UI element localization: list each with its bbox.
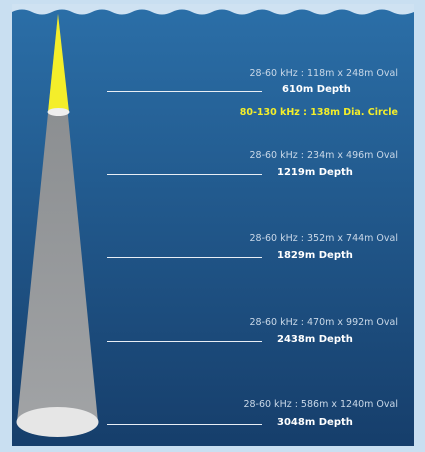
depth-label-1219m: 1219m Depth: [277, 167, 353, 178]
high-frequency-beam: [48, 14, 69, 112]
water-surface: [12, 4, 414, 15]
depth-label-2438m: 2438m Depth: [277, 334, 353, 345]
depth-label-3048m: 3048m Depth: [277, 417, 353, 428]
high-frequency-label: 80-130 kHz : 138m Dia. Circle: [239, 107, 398, 118]
depth-marker-line: [107, 341, 262, 342]
footprint-label-610m: 28-60 kHz : 118m x 248m Oval: [249, 68, 398, 79]
footprint-label-3048m: 28-60 kHz : 586m x 1240m Oval: [243, 399, 398, 410]
high-frequency-footprint: [47, 108, 70, 116]
depth-label-610m: 610m Depth: [282, 84, 351, 95]
footprint-label-2438m: 28-60 kHz : 470m x 992m Oval: [249, 317, 398, 328]
depth-label-1829m: 1829m Depth: [277, 250, 353, 261]
depth-marker-line: [107, 91, 262, 92]
diagram-frame: 28-60 kHz : 118m x 248m Oval 610m Depth …: [12, 4, 414, 446]
low-frequency-footprint: [16, 407, 99, 437]
footprint-label-1829m: 28-60 kHz : 352m x 744m Oval: [249, 233, 398, 244]
depth-marker-line: [107, 174, 262, 175]
footprint-label-1219m: 28-60 kHz : 234m x 496m Oval: [249, 150, 398, 161]
sonar-beam-diagram: [12, 4, 414, 446]
depth-marker-line: [107, 424, 262, 425]
low-frequency-beam: [17, 14, 98, 422]
depth-marker-line: [107, 257, 262, 258]
